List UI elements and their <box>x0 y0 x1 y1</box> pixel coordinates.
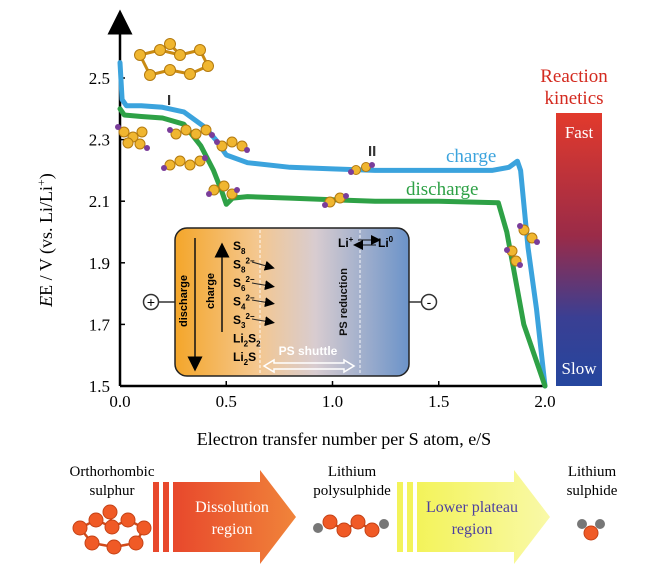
li-metal-label: Li0 <box>378 235 394 250</box>
y-tick-label: 1.5 <box>89 377 110 396</box>
lithium-polysulphide-molecule-icon <box>313 514 389 538</box>
lower-plateau-label-line2: region <box>452 521 493 538</box>
species-label: S42− <box>233 294 255 312</box>
stage2-label-line1: Lithium <box>328 464 377 480</box>
y-tick-label: 1.7 <box>89 315 111 334</box>
y-axis-label-main: E / V (vs. Li/Li <box>36 186 57 296</box>
charge-curve-label: charge <box>446 146 496 167</box>
stage-sequence: Orthorhombic sulphur Dissolution region <box>70 464 618 564</box>
sulfur-molecule-illustrations <box>115 38 540 268</box>
species-label: Li2S2 <box>233 332 261 349</box>
ps-reduction-label: PS reduction <box>338 268 350 336</box>
positive-terminal-icon <box>142 293 160 311</box>
cell-discharge-label: discharge <box>178 275 190 327</box>
series-line-charge <box>117 60 548 389</box>
y-axis-label-end: ) <box>36 173 57 179</box>
species-label: Li2S <box>233 350 256 367</box>
x-tick-label: 0.0 <box>109 392 130 411</box>
dissolution-label-line1: Dissolution <box>195 499 269 516</box>
species-label: S8 <box>233 239 246 256</box>
chart-annotations: I II charge discharge <box>167 92 496 200</box>
kinetics-slow-label: Slow <box>562 359 598 378</box>
y-tick-group: 1.5 1.7 1.9 2.1 2.3 2.5 <box>89 69 125 396</box>
ps-shuttle-arrow-icon <box>262 358 356 374</box>
stage3-label-line2: sulphide <box>567 483 618 499</box>
lower-plateau-arrow: Lower plateau region <box>397 470 550 564</box>
x-tick-label: 2.0 <box>534 392 555 411</box>
negative-terminal-icon <box>420 293 438 311</box>
dissolution-label-line2: region <box>212 521 253 538</box>
x-tick-group: 0.0 0.5 1.0 1.5 2.0 <box>109 381 556 411</box>
x-tick-label: 0.5 <box>216 392 237 411</box>
negative-terminal-sign: - <box>427 294 432 310</box>
kinetics-fast-label: Fast <box>565 123 594 142</box>
plateau-one-label: I <box>167 92 171 109</box>
y-tick-label: 2.3 <box>89 131 110 150</box>
ps-shuttle-label: PS shuttle <box>279 344 338 358</box>
y-tick-label: 1.9 <box>89 254 110 273</box>
discharge-curve-label: discharge <box>406 179 478 200</box>
lithium-atom-dots <box>115 124 540 268</box>
lithium-sulphide-molecule-icon <box>577 519 605 541</box>
x-axis-label: Electron transfer number per S atom, e/S <box>197 429 491 449</box>
orthorhombic-sulphur-molecule-icon <box>72 504 152 555</box>
species-label: S82− <box>233 257 255 275</box>
kinetics-panel: Reaction kinetics Fast Slow <box>540 66 608 386</box>
lower-plateau-label-line1: Lower plateau <box>426 499 518 516</box>
species-label: S62− <box>233 275 255 293</box>
y-tick-label: 2.1 <box>89 192 110 211</box>
li-ion-label: Li+ <box>338 235 354 250</box>
kinetics-title-line1: Reaction <box>540 66 608 87</box>
plateau-two-label: II <box>368 143 376 160</box>
dissolution-arrow: Dissolution region <box>153 470 296 564</box>
kinetics-gradient-bar <box>556 113 602 386</box>
species-label: S32− <box>233 312 255 330</box>
stage1-label-line1: Orthorhombic <box>70 464 155 480</box>
chart-axes: 0.0 0.5 1.0 1.5 2.0 1.5 1.7 1.9 2.1 2.3 2.5 Elect… <box>34 9 556 449</box>
positive-terminal-sign: + <box>147 294 155 310</box>
stage2-label-line2: polysulphide <box>313 483 391 499</box>
y-axis-label: EE / V (vs. Li/Li+) <box>34 173 57 308</box>
x-tick-label: 1.5 <box>428 392 449 411</box>
y-tick-label: 2.5 <box>89 69 110 88</box>
cell-charge-label: charge <box>205 273 217 309</box>
x-tick-label: 1.0 <box>322 392 343 411</box>
reaction-arrows <box>251 260 275 327</box>
stage3-label-line1: Lithium <box>568 464 617 480</box>
y-axis-label-sup: + <box>34 179 48 186</box>
polysulfide-chain-icons <box>118 124 538 267</box>
cell-body <box>174 227 410 377</box>
kinetics-title-line2: kinetics <box>544 88 603 109</box>
stage1-label-line2: sulphur <box>90 483 135 499</box>
s8-ring-icon <box>134 38 214 81</box>
